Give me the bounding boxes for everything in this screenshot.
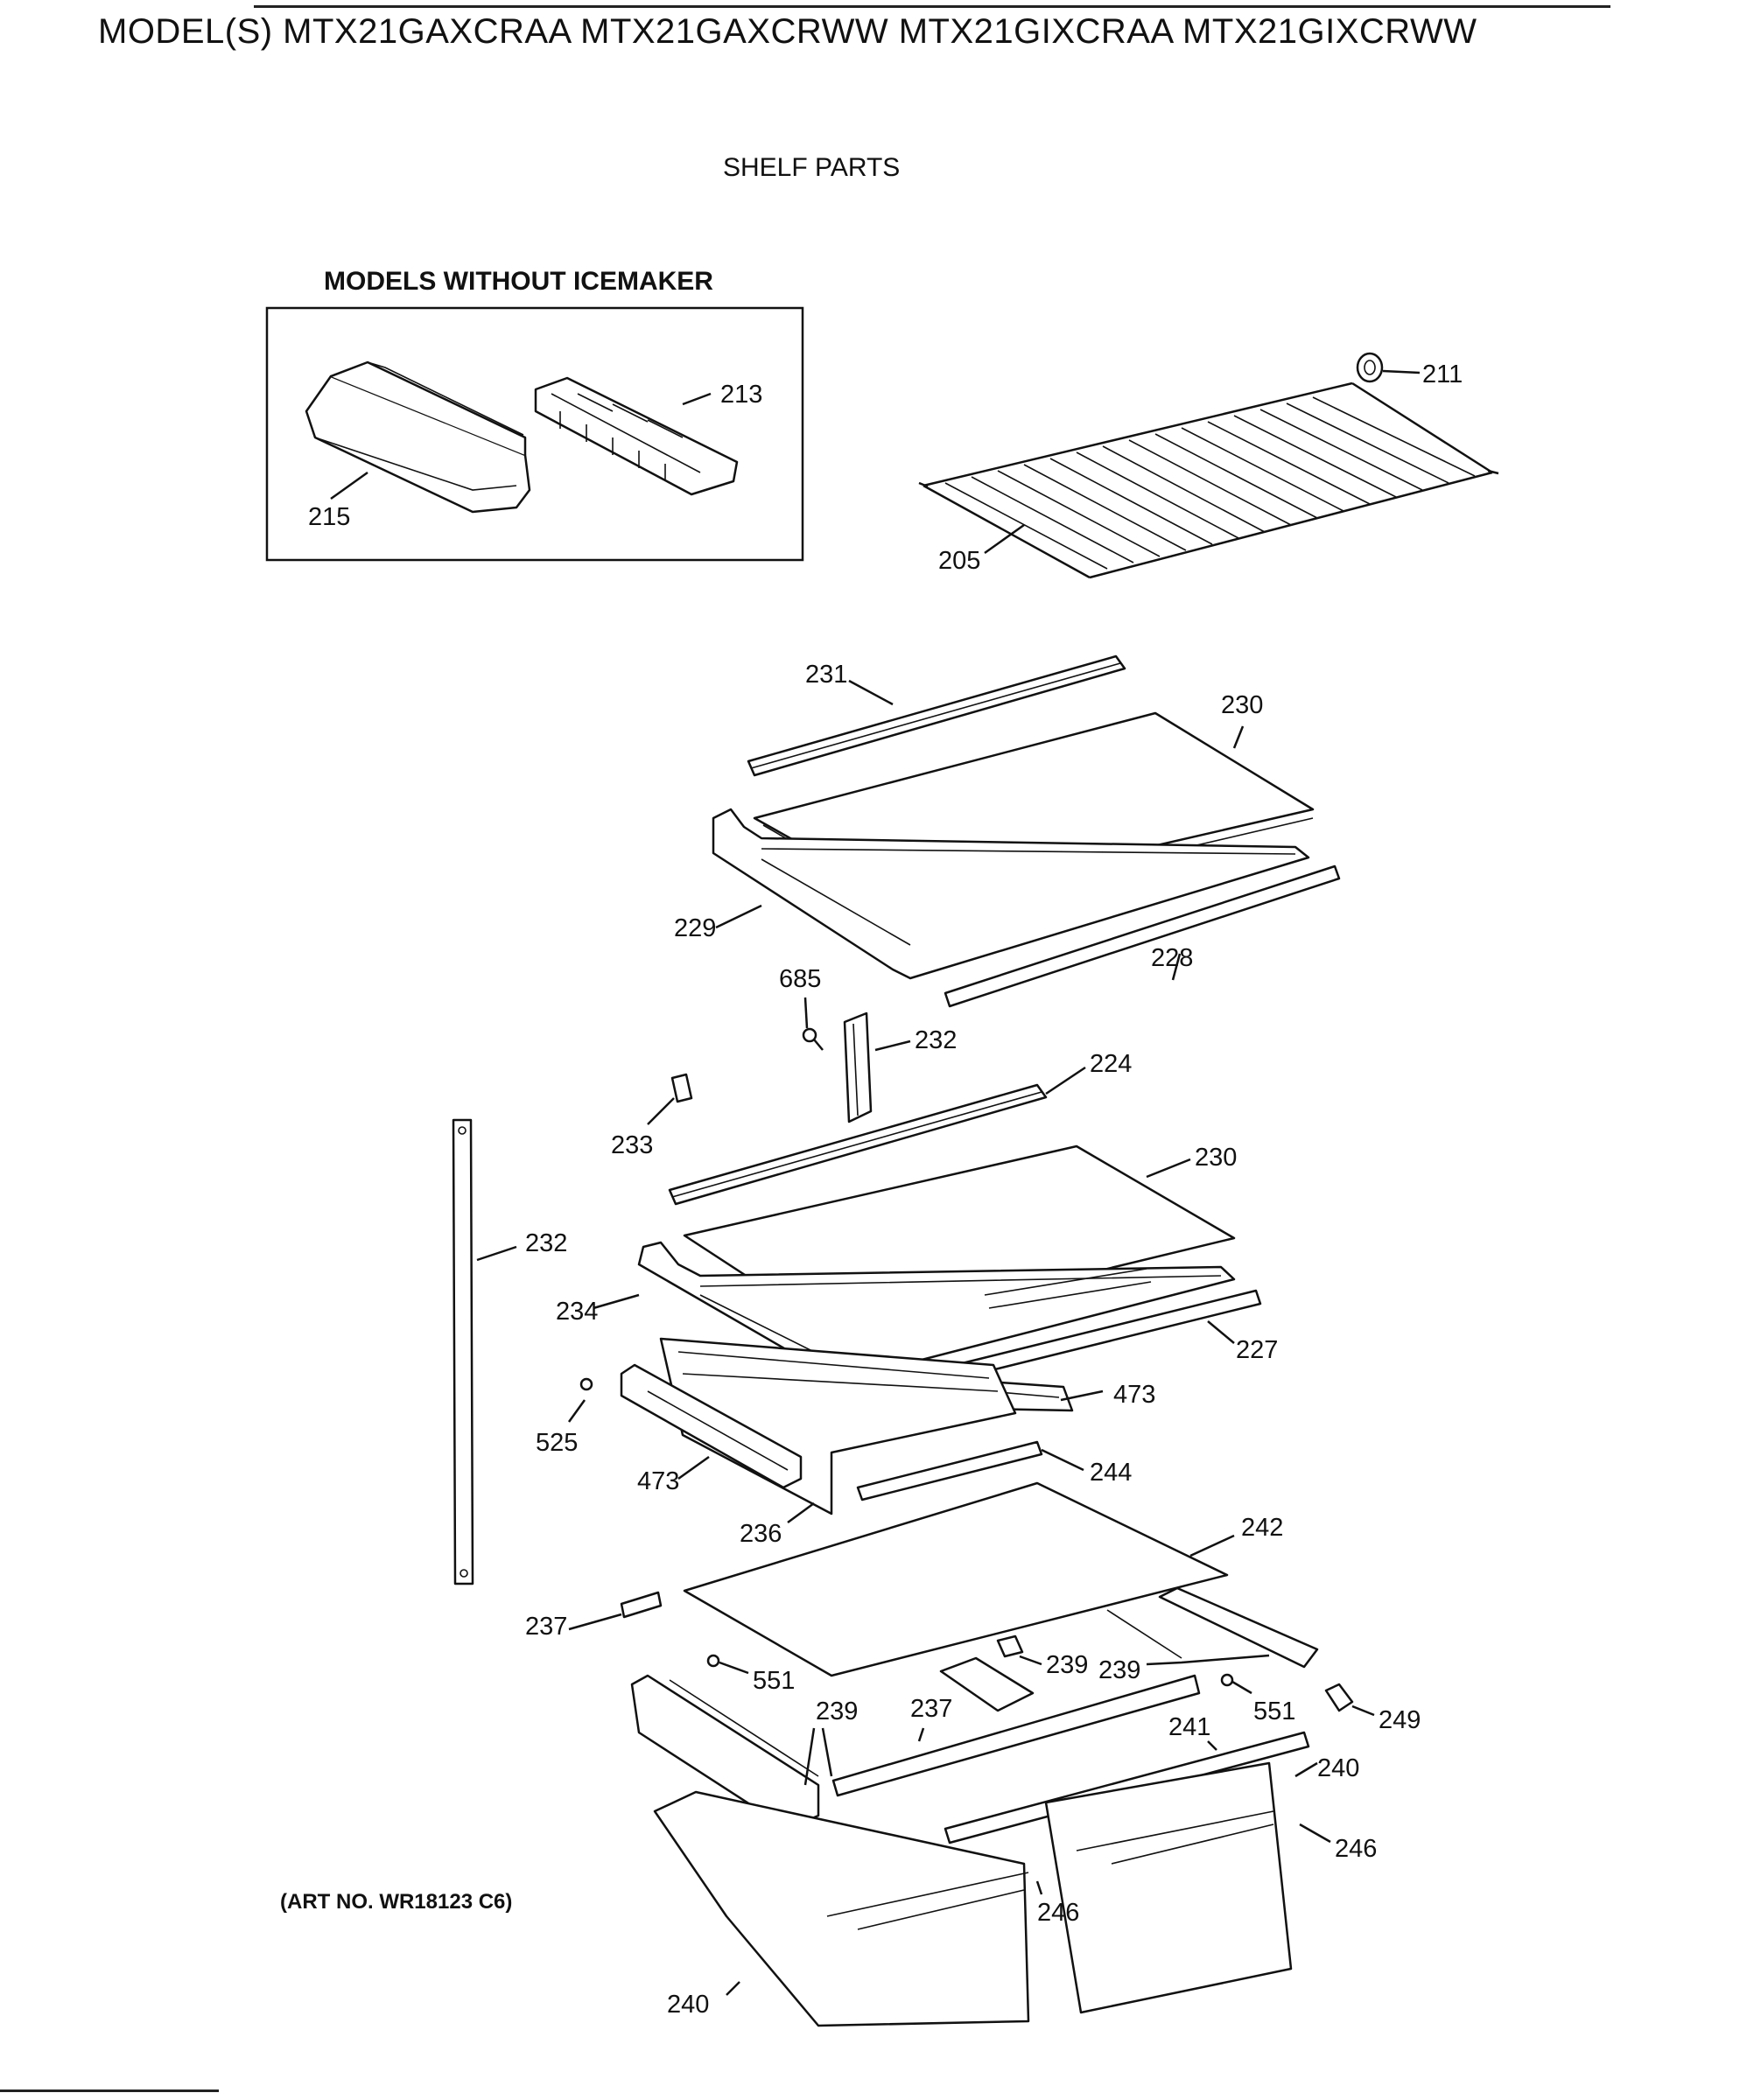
callout-244: 244 <box>1090 1459 1132 1487</box>
model-title: MODEL(S) MTX21GAXCRAA MTX21GAXCRWW MTX21… <box>98 12 1477 51</box>
part-211-shelf-cap <box>1356 352 1384 383</box>
part-229-shelf-frame <box>712 808 1310 980</box>
part-239-left-bracket <box>630 1674 820 1830</box>
part-231-shelf-rail <box>747 654 1126 777</box>
part-239-bracket-middle <box>939 1634 1035 1712</box>
part-685-screw <box>802 1027 824 1051</box>
callout-685: 685 <box>779 965 821 993</box>
callout-234: 234 <box>556 1298 598 1326</box>
callout-240-left: 240 <box>667 1991 709 2019</box>
callout-239-left: 239 <box>816 1698 858 1726</box>
part-236-pan <box>659 1337 1017 1516</box>
callout-551-left: 551 <box>753 1667 795 1695</box>
callout-227: 227 <box>1236 1336 1278 1364</box>
callout-232-long: 232 <box>525 1229 567 1257</box>
callout-551-right: 551 <box>1253 1698 1295 1726</box>
art-number: (ART NO. WR18123 C6) <box>280 1890 513 1914</box>
part-205-wire-shelf <box>918 382 1499 579</box>
callout-228: 228 <box>1151 944 1193 972</box>
callout-239-middle: 239 <box>1046 1651 1088 1679</box>
callout-246-left: 246 <box>1037 1899 1079 1927</box>
callout-239-right: 239 <box>1098 1656 1140 1684</box>
section-title: SHELF PARTS <box>723 153 901 182</box>
callout-230-lower: 230 <box>1195 1144 1237 1172</box>
part-242-cover-glass <box>683 1481 1229 1677</box>
part-232-side-bar <box>452 1118 474 1586</box>
part-237-left-support <box>620 1591 663 1619</box>
part-249-roller <box>1324 1683 1354 1712</box>
callout-231: 231 <box>805 661 847 689</box>
callout-233: 233 <box>611 1131 653 1159</box>
callout-249: 249 <box>1379 1706 1421 1734</box>
part-473-slide-left <box>620 1363 803 1489</box>
callout-229: 229 <box>674 914 716 942</box>
part-224-shelf-rail <box>668 1083 1048 1206</box>
leader-lines <box>330 369 1421 1996</box>
callout-237-front: 237 <box>910 1695 952 1723</box>
callout-232-short: 232 <box>915 1026 957 1054</box>
callout-236: 236 <box>740 1520 782 1548</box>
callout-242: 242 <box>1241 1514 1283 1542</box>
part-213-ice-tray <box>534 376 739 496</box>
bottom-rule <box>0 2090 219 2092</box>
callout-473-left: 473 <box>637 1467 679 1495</box>
part-240-pan-right <box>1044 1761 1293 2014</box>
top-rule <box>254 5 1610 8</box>
callout-237-left: 237 <box>525 1613 567 1641</box>
part-239-rear-rail-right <box>1106 1586 1319 1669</box>
callout-473-right: 473 <box>1113 1381 1155 1409</box>
part-551-screw-left <box>706 1654 720 1668</box>
part-232-center-bracket <box>843 1012 873 1124</box>
callout-240-right: 240 <box>1317 1754 1359 1782</box>
part-240-pan-left <box>653 1790 1030 2027</box>
part-237-front-rail <box>831 1674 1201 1797</box>
callout-205: 205 <box>938 547 980 575</box>
part-228-front-rail <box>944 864 1341 1008</box>
part-525-screw <box>579 1377 593 1391</box>
part-233-clip <box>670 1073 693 1103</box>
part-215-ice-bucket <box>305 360 531 514</box>
part-551-screw-right <box>1220 1673 1234 1687</box>
callout-211: 211 <box>1422 360 1463 388</box>
inset-box <box>265 306 804 562</box>
callout-525: 525 <box>536 1429 578 1457</box>
callout-224: 224 <box>1090 1050 1132 1078</box>
callout-213: 213 <box>720 381 762 409</box>
callout-246-right: 246 <box>1335 1835 1377 1863</box>
part-244-rail <box>856 1440 1043 1502</box>
callout-215: 215 <box>308 503 350 531</box>
callout-241: 241 <box>1168 1713 1210 1741</box>
callout-230-top: 230 <box>1221 691 1263 719</box>
inset-box-title: MODELS WITHOUT ICEMAKER <box>324 267 713 296</box>
